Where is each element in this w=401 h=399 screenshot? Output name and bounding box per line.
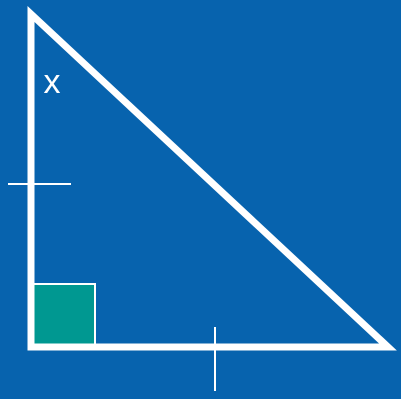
- right-angle-marker: [30, 283, 96, 348]
- right-triangle: [27, 5, 397, 351]
- angle-label: x: [44, 63, 61, 101]
